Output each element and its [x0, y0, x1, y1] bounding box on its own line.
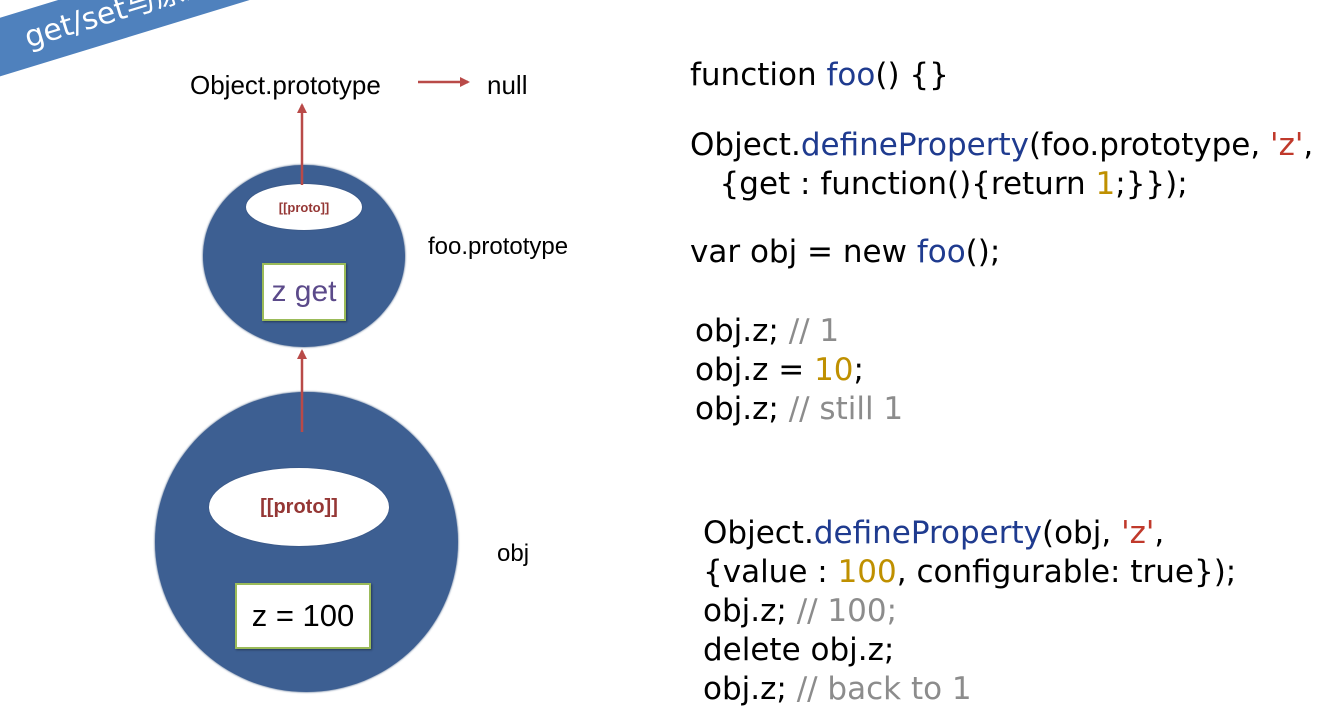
code-token: // 1: [788, 313, 840, 349]
code-line-11: delete obj.z;: [703, 631, 894, 670]
code-token: // 100;: [796, 593, 898, 629]
code-token: obj.z;: [695, 313, 789, 349]
obj-label: obj: [497, 540, 530, 567]
code-token: ;}});: [1115, 166, 1188, 202]
code-line-9: {value : 100, configurable: true});: [703, 553, 1236, 592]
code-token: defineProperty: [800, 127, 1029, 163]
z-value-box: z = 100: [235, 583, 371, 649]
code-token: foo: [916, 234, 966, 270]
code-token: ,: [1303, 127, 1314, 163]
code-token: (foo.prototype,: [1029, 127, 1271, 163]
code-token: Object.: [703, 515, 814, 551]
code-line-7: obj.z; // still 1: [695, 390, 903, 429]
code-line-6: obj.z = 10;: [695, 351, 864, 390]
code-token: foo: [826, 57, 876, 93]
foo-prototype-label: foo.prototype: [428, 233, 569, 260]
code-line-3: {get : function(){return 1;}});: [690, 165, 1188, 204]
code-token: , configurable: true});: [896, 554, 1237, 590]
code-token: () {}: [875, 57, 949, 93]
code-token: // back to 1: [796, 671, 972, 707]
code-token: Object.: [690, 127, 801, 163]
code-token: obj.z;: [703, 671, 797, 707]
z-get-box: z get: [262, 263, 346, 321]
large-proto-ellipse: [[proto]]: [208, 467, 390, 547]
code-token: obj.z;: [703, 593, 797, 629]
code-token: {get : function(){return: [690, 166, 1096, 202]
code-token: function: [690, 57, 827, 93]
code-line-1: function foo() {}: [690, 56, 949, 95]
code-line-8: Object.defineProperty(obj, 'z',: [703, 514, 1164, 553]
z-value-label: z = 100: [251, 598, 355, 633]
z-get-label: z get: [271, 275, 337, 308]
code-token: ;: [853, 352, 864, 388]
large-proto-label: [[proto]]: [260, 495, 338, 518]
code-token: 'z': [1121, 515, 1155, 551]
small-proto-ellipse: [[proto]]: [245, 183, 363, 231]
code-token: (obj,: [1042, 515, 1122, 551]
code-line-5: obj.z; // 1: [695, 312, 839, 351]
code-token: 10: [814, 352, 854, 388]
null-label: null: [487, 70, 528, 100]
code-token: // still 1: [788, 391, 904, 427]
code-token: 'z': [1270, 127, 1304, 163]
code-token: var obj = new: [690, 234, 917, 270]
code-token: ();: [965, 234, 1001, 270]
small-proto-label: [[proto]]: [278, 199, 330, 215]
code-token: ,: [1154, 515, 1165, 551]
code-token: {value :: [703, 554, 838, 590]
object-prototype-label: Object.prototype: [190, 70, 381, 100]
code-line-12: obj.z; // back to 1: [703, 670, 972, 709]
code-token: defineProperty: [813, 515, 1042, 551]
code-token: obj.z;: [695, 391, 789, 427]
code-token: 1: [1095, 166, 1116, 202]
code-token: delete obj.z;: [703, 632, 895, 668]
code-line-10: obj.z; // 100;: [703, 592, 897, 631]
code-token: obj.z =: [695, 352, 815, 388]
code-line-4: var obj = new foo();: [690, 233, 1000, 272]
code-token: 100: [837, 554, 897, 590]
code-line-2: Object.defineProperty(foo.prototype, 'z'…: [690, 126, 1313, 165]
